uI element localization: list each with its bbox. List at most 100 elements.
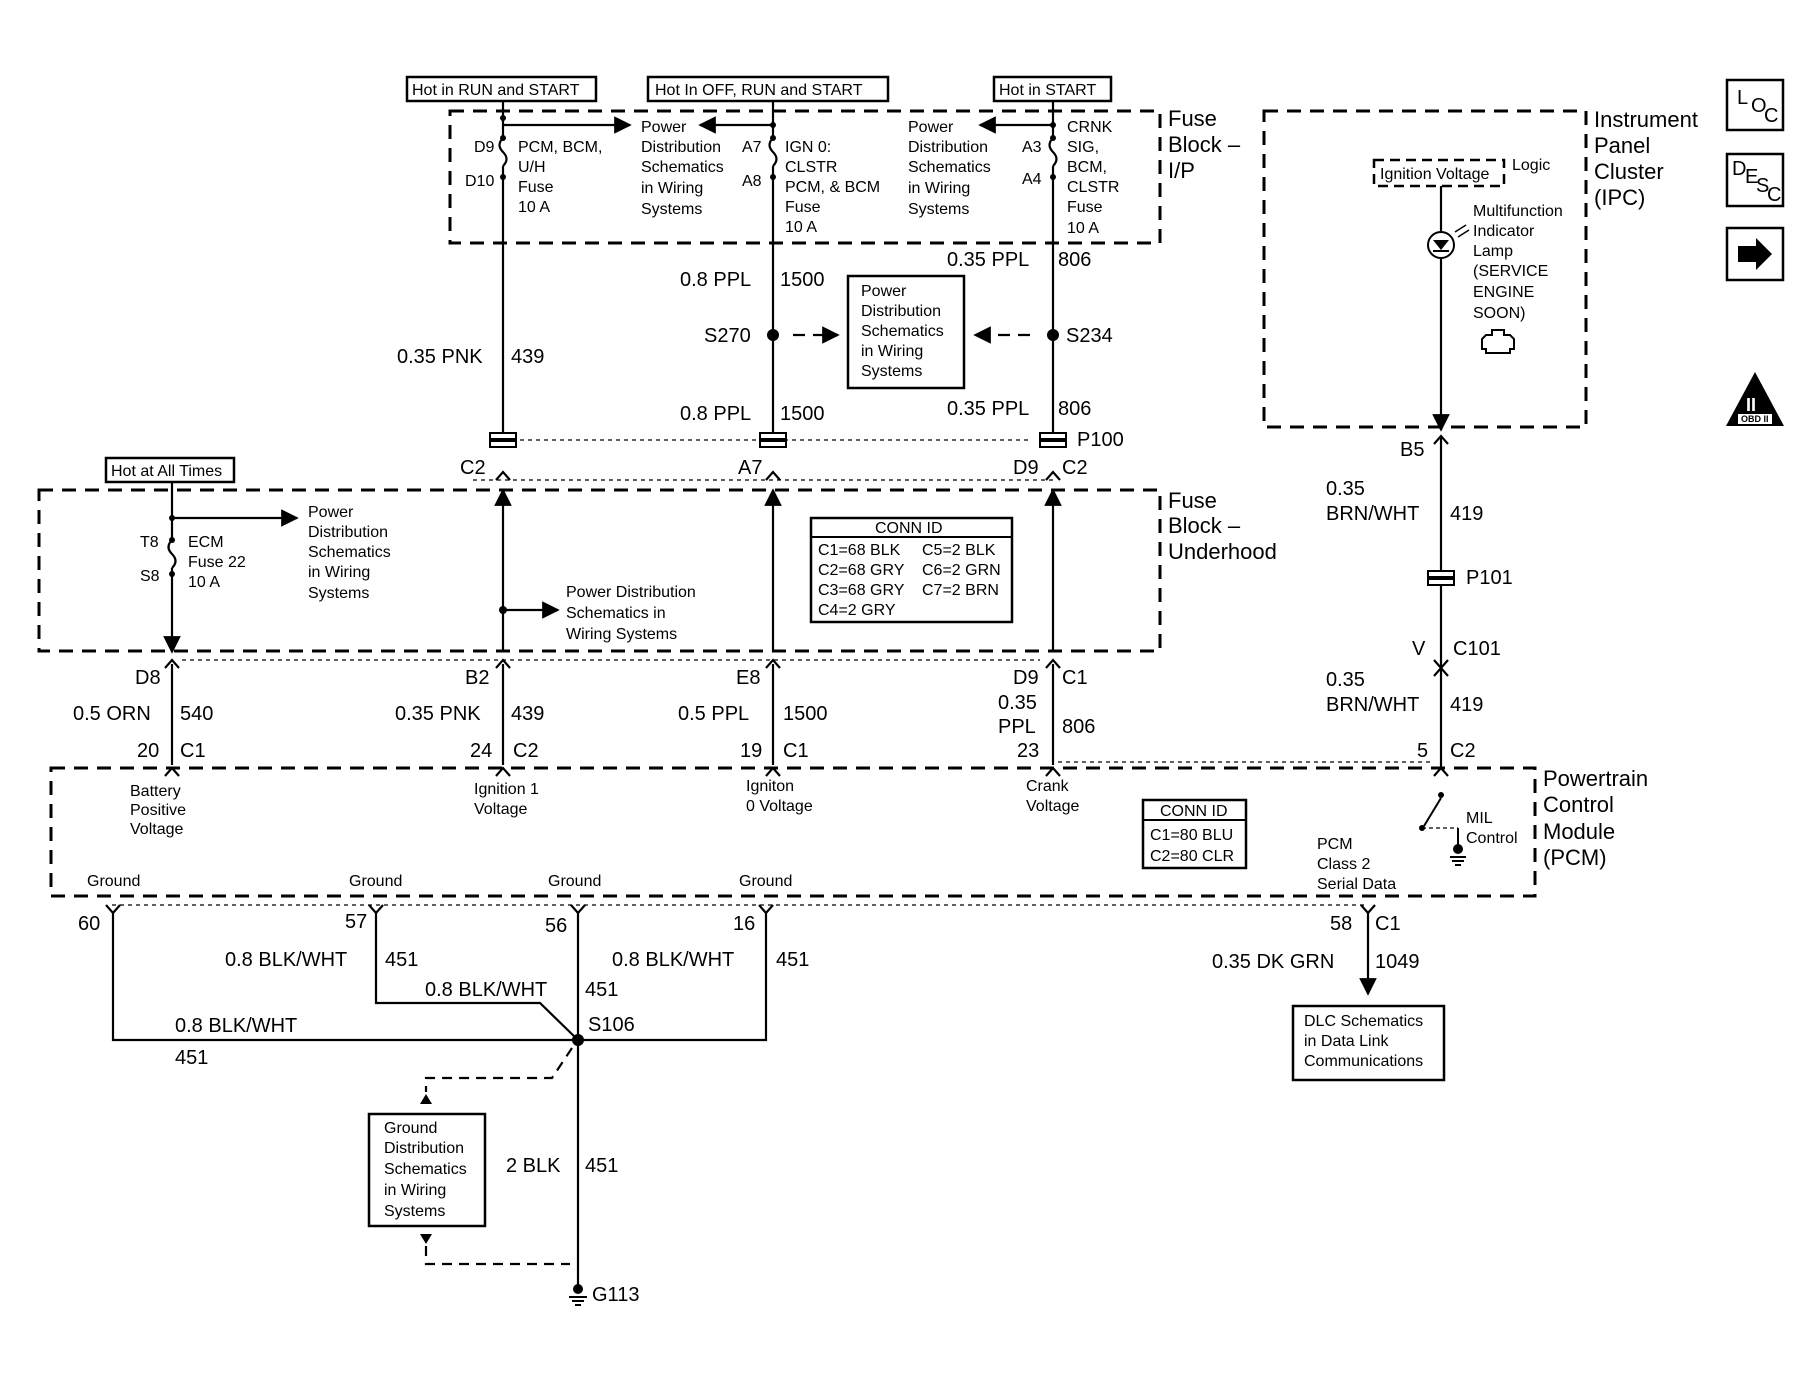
fuse-crnk-sig: A3 A4 CRNK SIG, BCM, CLSTR Fuse 10 A bbox=[1022, 111, 1119, 237]
svg-text:Schematics: Schematics bbox=[308, 544, 391, 561]
splice-s106 bbox=[572, 1034, 584, 1046]
ground-pin-56: 56 bbox=[545, 915, 567, 937]
svg-text:Schematics: Schematics bbox=[641, 159, 724, 176]
v-label: V bbox=[1412, 638, 1426, 660]
wire-439-circuit: 439 bbox=[511, 346, 544, 368]
wire-451-center-gauge: 0.8 BLK/WHT bbox=[425, 979, 547, 1001]
ipc-ignition-voltage-box: Ignition Voltage bbox=[1372, 158, 1506, 188]
svg-text:C7=2 BRN: C7=2 BRN bbox=[922, 582, 999, 599]
svg-text:O: O bbox=[1751, 95, 1767, 117]
wire-1049-circuit: 1049 bbox=[1375, 951, 1420, 973]
pds-ref-underhood-2: Power Distribution Schematics in Wiring … bbox=[566, 584, 696, 643]
wire-451-right-circuit: 451 bbox=[776, 949, 809, 971]
svg-text:CLSTR: CLSTR bbox=[1067, 179, 1119, 196]
svg-text:Voltage: Voltage bbox=[474, 801, 527, 818]
svg-text:Hot at All Times: Hot at All Times bbox=[111, 463, 222, 480]
desc-icon[interactable]: D E S C bbox=[1725, 152, 1785, 208]
svg-text:CLSTR: CLSTR bbox=[785, 159, 837, 176]
pcm-ground-1: Ground bbox=[87, 873, 140, 890]
svg-text:Block –: Block – bbox=[1168, 513, 1241, 538]
svg-text:DLC Schematics: DLC Schematics bbox=[1304, 1013, 1423, 1030]
ipc-title: Instrument Panel Cluster (IPC) bbox=[1594, 107, 1698, 210]
pcm-crank-voltage: Crank Voltage bbox=[1026, 778, 1079, 815]
svg-text:Positive: Positive bbox=[130, 802, 186, 819]
connector-p100 bbox=[489, 432, 1067, 481]
svg-text:I/P: I/P bbox=[1168, 158, 1195, 183]
svg-text:0 Voltage: 0 Voltage bbox=[746, 798, 813, 815]
hot-run-start-label: Hot in RUN and START bbox=[405, 75, 598, 103]
svg-text:Distribution: Distribution bbox=[908, 139, 988, 156]
svg-text:Distribution: Distribution bbox=[641, 139, 721, 156]
svg-text:MIL: MIL bbox=[1466, 810, 1493, 827]
svg-text:ENGINE: ENGINE bbox=[1473, 284, 1534, 301]
svg-text:Hot in START: Hot in START bbox=[999, 82, 1096, 99]
ground-pin-16: 16 bbox=[733, 913, 755, 935]
dlc-schematics-ref: DLC Schematics in Data Link Communicatio… bbox=[1291, 1004, 1446, 1082]
wire-451-bottom-circuit: 451 bbox=[175, 1047, 208, 1069]
svg-text:PCM, BCM,: PCM, BCM, bbox=[518, 139, 602, 156]
svg-text:Systems: Systems bbox=[641, 201, 702, 218]
wire-1500b-circuit: 1500 bbox=[780, 403, 825, 425]
wire-419a-circuit: 419 bbox=[1450, 503, 1483, 525]
svg-text:in Wiring: in Wiring bbox=[861, 343, 923, 360]
svg-text:Block –: Block – bbox=[1168, 132, 1241, 157]
svg-text:Power: Power bbox=[908, 119, 954, 136]
p100-label: P100 bbox=[1077, 429, 1124, 451]
svg-text:Underhood: Underhood bbox=[1168, 539, 1277, 564]
svg-text:C6=2 GRN: C6=2 GRN bbox=[922, 562, 1001, 579]
ipc-outline bbox=[1262, 109, 1588, 429]
svg-text:Distribution: Distribution bbox=[308, 524, 388, 541]
svg-text:D9: D9 bbox=[474, 139, 495, 156]
fuse-block-ip-outline bbox=[448, 109, 1162, 245]
svg-text:C2=80 CLR: C2=80 CLR bbox=[1150, 848, 1234, 865]
svg-text:D10: D10 bbox=[465, 173, 494, 190]
svg-text:Systems: Systems bbox=[908, 201, 969, 218]
wire-540-gauge: 0.5 ORN bbox=[73, 703, 151, 725]
svg-text:E: E bbox=[1745, 166, 1758, 188]
wire-806-lower-gauge-1: 0.35 bbox=[998, 692, 1037, 714]
pcm-serial-data: PCM Class 2 Serial Data bbox=[1317, 836, 1396, 893]
pcm-outline bbox=[49, 766, 1537, 898]
next-arrow-icon[interactable] bbox=[1725, 226, 1785, 282]
connector-p101 bbox=[1427, 570, 1455, 586]
splice-s234 bbox=[1047, 329, 1059, 341]
pcm-pin-5: 5 bbox=[1417, 740, 1428, 762]
svg-text:C3=68 GRY: C3=68 GRY bbox=[818, 582, 905, 599]
wire-806a-gauge: 0.35 PPL bbox=[947, 249, 1029, 271]
fuse-block-underhood-outline bbox=[37, 488, 1162, 653]
svg-text:in Data Link: in Data Link bbox=[1304, 1033, 1389, 1050]
svg-text:Fuse: Fuse bbox=[1168, 106, 1217, 131]
pds-ref-underhood-1: Power Distribution Schematics in Wiring … bbox=[308, 504, 391, 602]
loc-icon[interactable]: L O C bbox=[1725, 78, 1785, 132]
fuse-block-underhood-title: Fuse Block – Underhood bbox=[1168, 488, 1277, 564]
fuse-pcm-bcm-uh: D9 D10 PCM, BCM, U/H Fuse 10 A bbox=[465, 111, 602, 216]
conn-id-pcm: CONN ID C1=80 BLU C2=80 CLR bbox=[1141, 798, 1248, 870]
svg-text:C5=2 BLK: C5=2 BLK bbox=[922, 542, 996, 559]
pcm-pin-23: 23 bbox=[1017, 740, 1039, 762]
svg-text:Fuse: Fuse bbox=[1168, 488, 1217, 513]
wire-1049-gauge: 0.35 DK GRN bbox=[1212, 951, 1334, 973]
pcm-pin-20-conn: C1 bbox=[180, 740, 206, 762]
svg-text:in Wiring: in Wiring bbox=[641, 180, 703, 197]
svg-text:Power: Power bbox=[641, 119, 687, 136]
e8-label: E8 bbox=[736, 667, 760, 689]
ground-pin-57: 57 bbox=[345, 911, 367, 933]
pds-ref-fuse-block-ip-1: Power Distribution Schematics in Wiring … bbox=[641, 119, 724, 218]
ground-pin-60: 60 bbox=[78, 913, 100, 935]
svg-text:A3: A3 bbox=[1022, 139, 1042, 156]
svg-text:Class 2: Class 2 bbox=[1317, 856, 1370, 873]
wire-419a-gauge-1: 0.35 bbox=[1326, 478, 1365, 500]
svg-text:C: C bbox=[1764, 105, 1778, 127]
svg-text:Fuse 22: Fuse 22 bbox=[188, 554, 246, 571]
c101-label: C101 bbox=[1453, 638, 1501, 660]
ipc-logic-label: Logic bbox=[1512, 157, 1550, 174]
fuse-ecm-22: T8 S8 ECM Fuse 22 10 A bbox=[140, 515, 246, 654]
ground-g113-label: G113 bbox=[592, 1284, 639, 1306]
svg-text:C: C bbox=[1767, 184, 1781, 206]
svg-text:Igniton: Igniton bbox=[746, 778, 794, 795]
a7-label: A7 bbox=[738, 457, 762, 479]
mil-lamp-icon bbox=[1427, 224, 1470, 259]
svg-text:Voltage: Voltage bbox=[1026, 798, 1079, 815]
svg-text:CONN ID: CONN ID bbox=[875, 520, 943, 537]
